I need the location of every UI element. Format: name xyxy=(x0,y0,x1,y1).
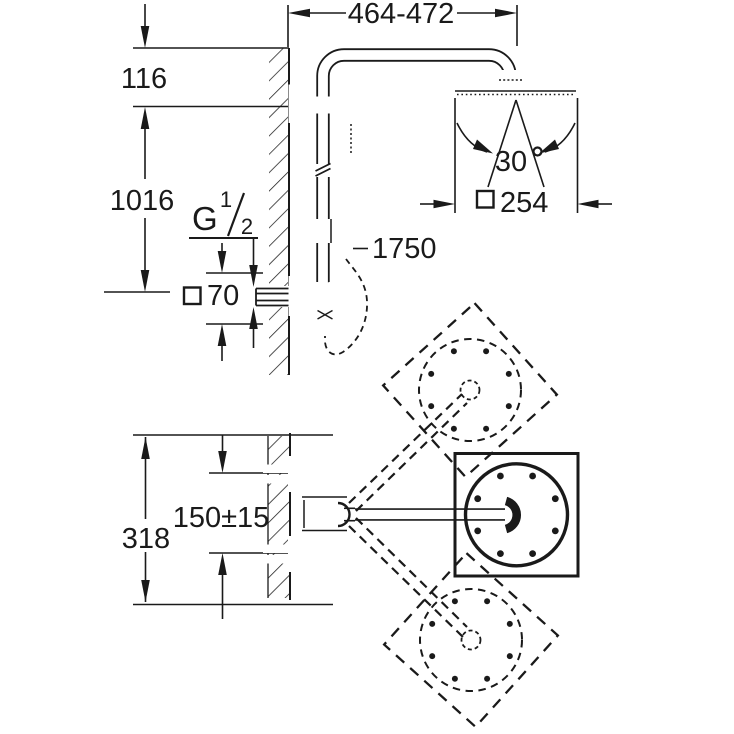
hand-shower-handle xyxy=(341,158,353,222)
dim-trim-height-label: 318 xyxy=(122,523,170,555)
degree-symbol xyxy=(532,146,543,157)
square-symbol xyxy=(182,286,202,306)
arrowhead xyxy=(249,265,258,287)
lower-handle-dome xyxy=(319,541,329,566)
spray-nozzle-dots xyxy=(474,472,559,557)
spray-nozzle-dots xyxy=(428,348,512,432)
spray-disc xyxy=(463,462,570,568)
hand-shower xyxy=(338,119,355,222)
dim-head-square-label: 254 xyxy=(500,187,548,219)
head-square xyxy=(453,452,580,578)
wall-hatch xyxy=(269,48,289,375)
dim-riser-height-lines xyxy=(104,129,170,293)
arm-pivot-ball xyxy=(337,501,351,528)
wall-section-plan xyxy=(267,433,291,600)
dim-arm-drop-lines xyxy=(133,4,289,129)
swivel-arm xyxy=(297,496,521,534)
dim-escutcheon-lines xyxy=(206,243,263,361)
dim-tilt-label: 30 xyxy=(495,146,527,178)
inlet-union xyxy=(263,555,290,564)
thread-numerator: 1 xyxy=(220,187,232,212)
tilt-angle-group: 30 xyxy=(454,98,579,213)
thread-letter: G xyxy=(192,200,218,237)
swivel-position-upper xyxy=(348,301,559,512)
dim-escutcheon-label: 70 xyxy=(207,280,239,312)
thermostat-valve xyxy=(288,276,347,335)
arrowhead xyxy=(218,553,227,575)
upper-escutcheon xyxy=(288,456,304,492)
arrowhead xyxy=(140,270,150,292)
arrowhead xyxy=(217,324,227,346)
spray-nozzle-dots xyxy=(429,598,513,682)
valve-body xyxy=(301,282,322,310)
wall-hatch xyxy=(268,436,290,598)
arrowhead xyxy=(433,199,455,209)
valve-escutcheon xyxy=(288,276,303,316)
thread-size-label: G 1 2 xyxy=(189,187,258,348)
hose-nipple xyxy=(320,319,330,335)
inlet-union xyxy=(263,544,290,553)
hose-connector xyxy=(340,243,353,259)
fraction-slash xyxy=(226,192,246,237)
arm-end-ball xyxy=(504,496,521,534)
dim-riser-height-label: 1016 xyxy=(110,185,175,217)
lower-escutcheon xyxy=(288,536,304,572)
dim-hose-length-label: 1750 xyxy=(372,233,437,265)
dim-inlet-spacing-lines xyxy=(218,435,227,619)
swivel-position-lower xyxy=(348,517,560,729)
arrowhead xyxy=(141,437,150,459)
supply-connection xyxy=(254,286,291,307)
dim-head-square-lines xyxy=(420,199,612,209)
dim-arm-drop-label: 116 xyxy=(121,63,167,95)
arrowhead xyxy=(539,139,559,154)
upper-handle-dome xyxy=(319,461,329,486)
arrowhead xyxy=(577,199,599,209)
temperature-knob xyxy=(317,281,347,311)
dim-trim-height-lines xyxy=(119,434,333,606)
wall-section xyxy=(269,48,290,375)
shower-pipe xyxy=(314,48,517,283)
shower-hose xyxy=(324,258,368,356)
wall-bracket xyxy=(288,84,334,123)
dim-wall-to-head-label: 464-472 xyxy=(348,0,454,30)
spray-connector xyxy=(496,70,525,88)
arrowhead xyxy=(288,8,310,18)
arrowhead xyxy=(218,451,227,473)
dim-wall-to-head-lines xyxy=(287,5,518,47)
arrowhead xyxy=(495,8,517,18)
arrowhead xyxy=(217,251,227,273)
dim-inlet-spacing-label: 150±15 xyxy=(173,502,270,534)
head-shower-side xyxy=(452,87,579,102)
slide-holder xyxy=(300,213,359,259)
arrowhead xyxy=(140,26,150,48)
side-elevation-view: 116 1016 G 1 2 xyxy=(104,0,612,375)
arrowhead xyxy=(249,307,258,329)
arrowhead xyxy=(140,107,150,129)
hand-shower-head xyxy=(338,119,355,158)
thread-denominator: 2 xyxy=(241,214,253,239)
plan-view: 318 150±15 xyxy=(119,301,580,729)
inlet-union xyxy=(263,475,290,484)
arrowhead xyxy=(473,139,493,154)
inlet-union xyxy=(263,464,290,473)
arrowhead xyxy=(141,580,150,602)
head-shower-plan xyxy=(453,452,580,578)
square-symbol xyxy=(475,189,495,209)
